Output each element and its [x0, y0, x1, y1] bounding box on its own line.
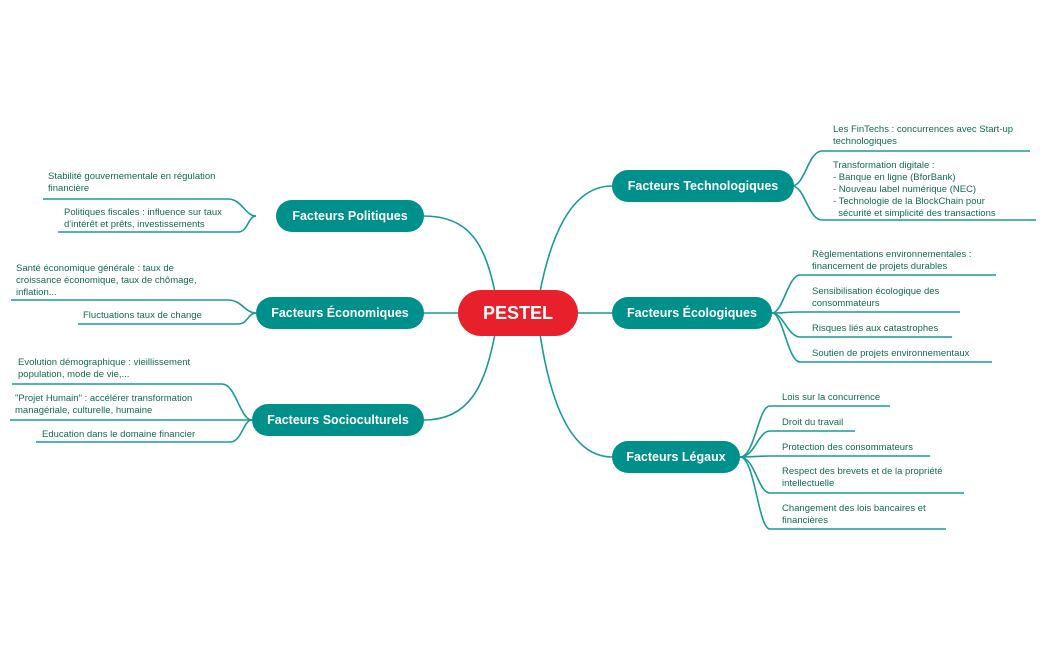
link-leaf-18: [739, 456, 946, 530]
leaf-ecologiques-4: Soutien de projets environnementaux: [812, 348, 970, 359]
leaf-technologiques-2: Transformation digitale : - Banque en li…: [833, 160, 996, 219]
link-center-politiques: [423, 215, 496, 293]
link-leaf-4: [78, 312, 257, 325]
leaf-politiques-1: Stabilité gouvernementale en régulation …: [48, 171, 216, 194]
leaf-ecologiques-1: Règlementations environnementales : fina…: [812, 249, 972, 272]
leaf-legaux-4: Respect des brevets et de la propriété i…: [782, 466, 943, 489]
leaf-economiques-2: Fluctuations taux de change: [83, 310, 202, 321]
leaf-economiques-1: Santé économique générale : taux de croi…: [16, 263, 197, 298]
link-leaf-10: [771, 274, 996, 314]
leaf-ecologiques-2: Sensibilisation écologique des consommat…: [812, 286, 940, 309]
link-leaf-3: [11, 299, 257, 314]
branch-facteurs-ecologiques[interactable]: Facteurs Écologiques: [612, 297, 772, 329]
branch-facteurs-legaux[interactable]: Facteurs Légaux: [612, 441, 740, 473]
link-leaf-9: [791, 185, 1036, 221]
leaf-legaux-3: Protection des consommateurs: [782, 442, 913, 453]
link-leaf-1: [43, 198, 257, 217]
branch-facteurs-economiques[interactable]: Facteurs Économiques: [256, 297, 424, 329]
leaf-legaux-2: Droit du travail: [782, 417, 844, 428]
mindmap-links: [10, 150, 1036, 530]
link-leaf-13: [771, 312, 992, 363]
link-leaf-15: [739, 430, 855, 458]
leaf-politiques-2: Politiques fiscales : influence sur taux…: [64, 207, 222, 230]
branch-facteurs-socioculturels[interactable]: Facteurs Socioculturels: [252, 404, 424, 436]
link-leaf-5: [12, 383, 253, 421]
leaf-legaux-5: Changement des lois bancaires et financi…: [782, 503, 926, 526]
leaf-ecologiques-3: Risques liés aux catastrophes: [812, 323, 939, 334]
link-center-socioculturels: [423, 333, 496, 421]
link-leaf-16: [739, 455, 930, 458]
link-leaf-2: [58, 215, 257, 233]
leaf-socioculturels-3: Education dans le domaine financier: [42, 429, 196, 440]
link-center-technologiques: [539, 185, 613, 293]
link-leaf-8: [791, 150, 1030, 187]
branch-facteurs-technologiques[interactable]: Facteurs Technologiques: [612, 170, 794, 202]
leaf-socioculturels-2: "Projet Humain" : accélérer transformati…: [15, 393, 193, 416]
leaf-socioculturels-1: Evolution démographique : vieillissement…: [18, 357, 191, 380]
link-leaf-7: [36, 419, 253, 443]
branch-facteurs-politiques[interactable]: Facteurs Politiques: [276, 200, 424, 232]
link-leaf-11: [771, 311, 960, 314]
center-node-pestel[interactable]: PESTEL: [458, 290, 578, 336]
link-center-legaux: [539, 333, 613, 458]
leaf-technologiques-1: Les FinTechs : concurrences avec Start-u…: [833, 124, 1014, 147]
leaf-legaux-1: Lois sur la concurrence: [782, 392, 881, 403]
